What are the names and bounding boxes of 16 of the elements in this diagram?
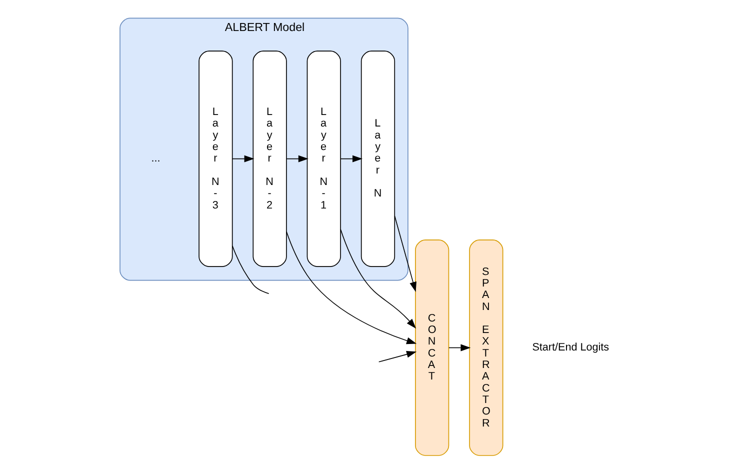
label: Start/End Logits [532,342,609,354]
arrow [286,231,416,344]
node-box: Layer N [360,50,395,267]
node-box: Layer N-1 [306,50,340,267]
node-box: Layer N-3 [198,50,232,267]
arrow [448,344,470,352]
arrow [378,350,416,362]
arrow [286,155,308,162]
arrow [340,155,362,162]
label: ... [150,152,160,165]
arrow [232,155,254,162]
node-box: CONCAT [414,240,449,456]
connector [232,245,269,294]
node-box: Layer N-2 [252,50,286,267]
node-box: SPAN EXTRACTOR [468,240,503,456]
arrow [340,229,416,329]
